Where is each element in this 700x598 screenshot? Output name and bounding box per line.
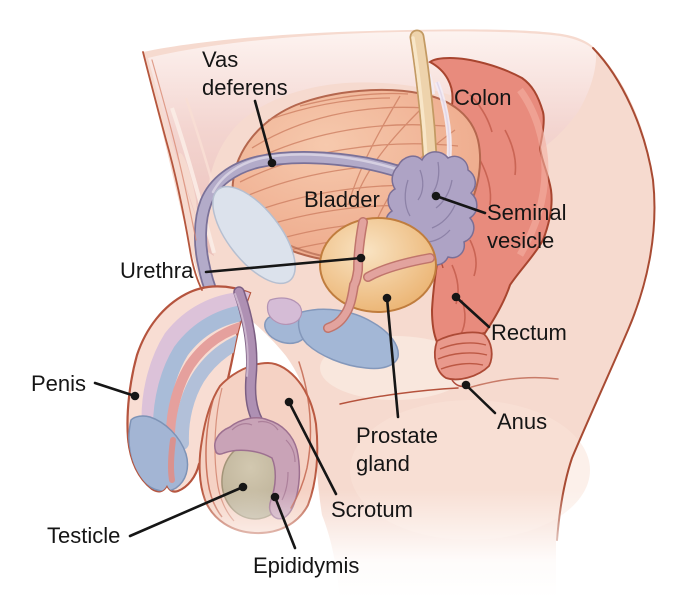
- label-colon: Colon: [454, 85, 512, 110]
- label-vas-deferens: Vas deferens: [202, 46, 288, 102]
- label-line: vesicle: [487, 228, 555, 253]
- abdominal-wall-outer-edge: [142, 51, 203, 291]
- penis-shape: [126, 285, 252, 493]
- seminal-vesicle-lobes: [404, 161, 456, 243]
- label-rectum: Rectum: [491, 320, 567, 345]
- label-prostate-gland: Prostate gland: [356, 422, 438, 478]
- label-line: Prostate: [356, 423, 438, 448]
- anal-rings: [437, 342, 488, 370]
- label-scrotum: Scrotum: [331, 497, 413, 522]
- leader-rectum: [451, 292, 491, 329]
- leader-anus: [461, 380, 497, 415]
- penis-internal-bands: [128, 291, 250, 492]
- label-urethra: Urethra: [120, 258, 194, 283]
- label-epididymis: Epididymis: [253, 553, 360, 578]
- label-line: gland: [356, 451, 410, 476]
- bottom-fade: [0, 490, 700, 598]
- leader-seminal-vesicle: [431, 191, 487, 215]
- leader-scrotum: [284, 397, 338, 496]
- pubic-bone-shape: [212, 185, 296, 285]
- leader-penis: [93, 381, 140, 401]
- label-testicle: Testicle: [47, 523, 121, 548]
- anal-canal: [433, 331, 493, 381]
- body-outlines: [142, 47, 656, 541]
- leader-urethra: [204, 253, 366, 274]
- abdominal-wall-inner-line: [151, 59, 197, 241]
- label-line: Vas: [202, 47, 239, 72]
- label-anus: Anus: [497, 409, 548, 434]
- penile-bulb: [264, 297, 399, 370]
- leader-lines: [93, 99, 497, 550]
- label-bladder: Bladder: [304, 187, 380, 212]
- leader-epididymis: [270, 492, 297, 550]
- label-penis: Penis: [31, 371, 87, 396]
- label-line: deferens: [202, 75, 288, 100]
- leader-prostate: [382, 293, 400, 419]
- prostate-shape: [319, 217, 437, 333]
- label-seminal-vesicle: Seminal vesicle: [487, 199, 566, 255]
- leader-vas-deferens: [253, 99, 277, 168]
- label-line: Seminal: [487, 200, 567, 225]
- leader-testicle: [128, 482, 248, 538]
- back-edge: [556, 47, 656, 541]
